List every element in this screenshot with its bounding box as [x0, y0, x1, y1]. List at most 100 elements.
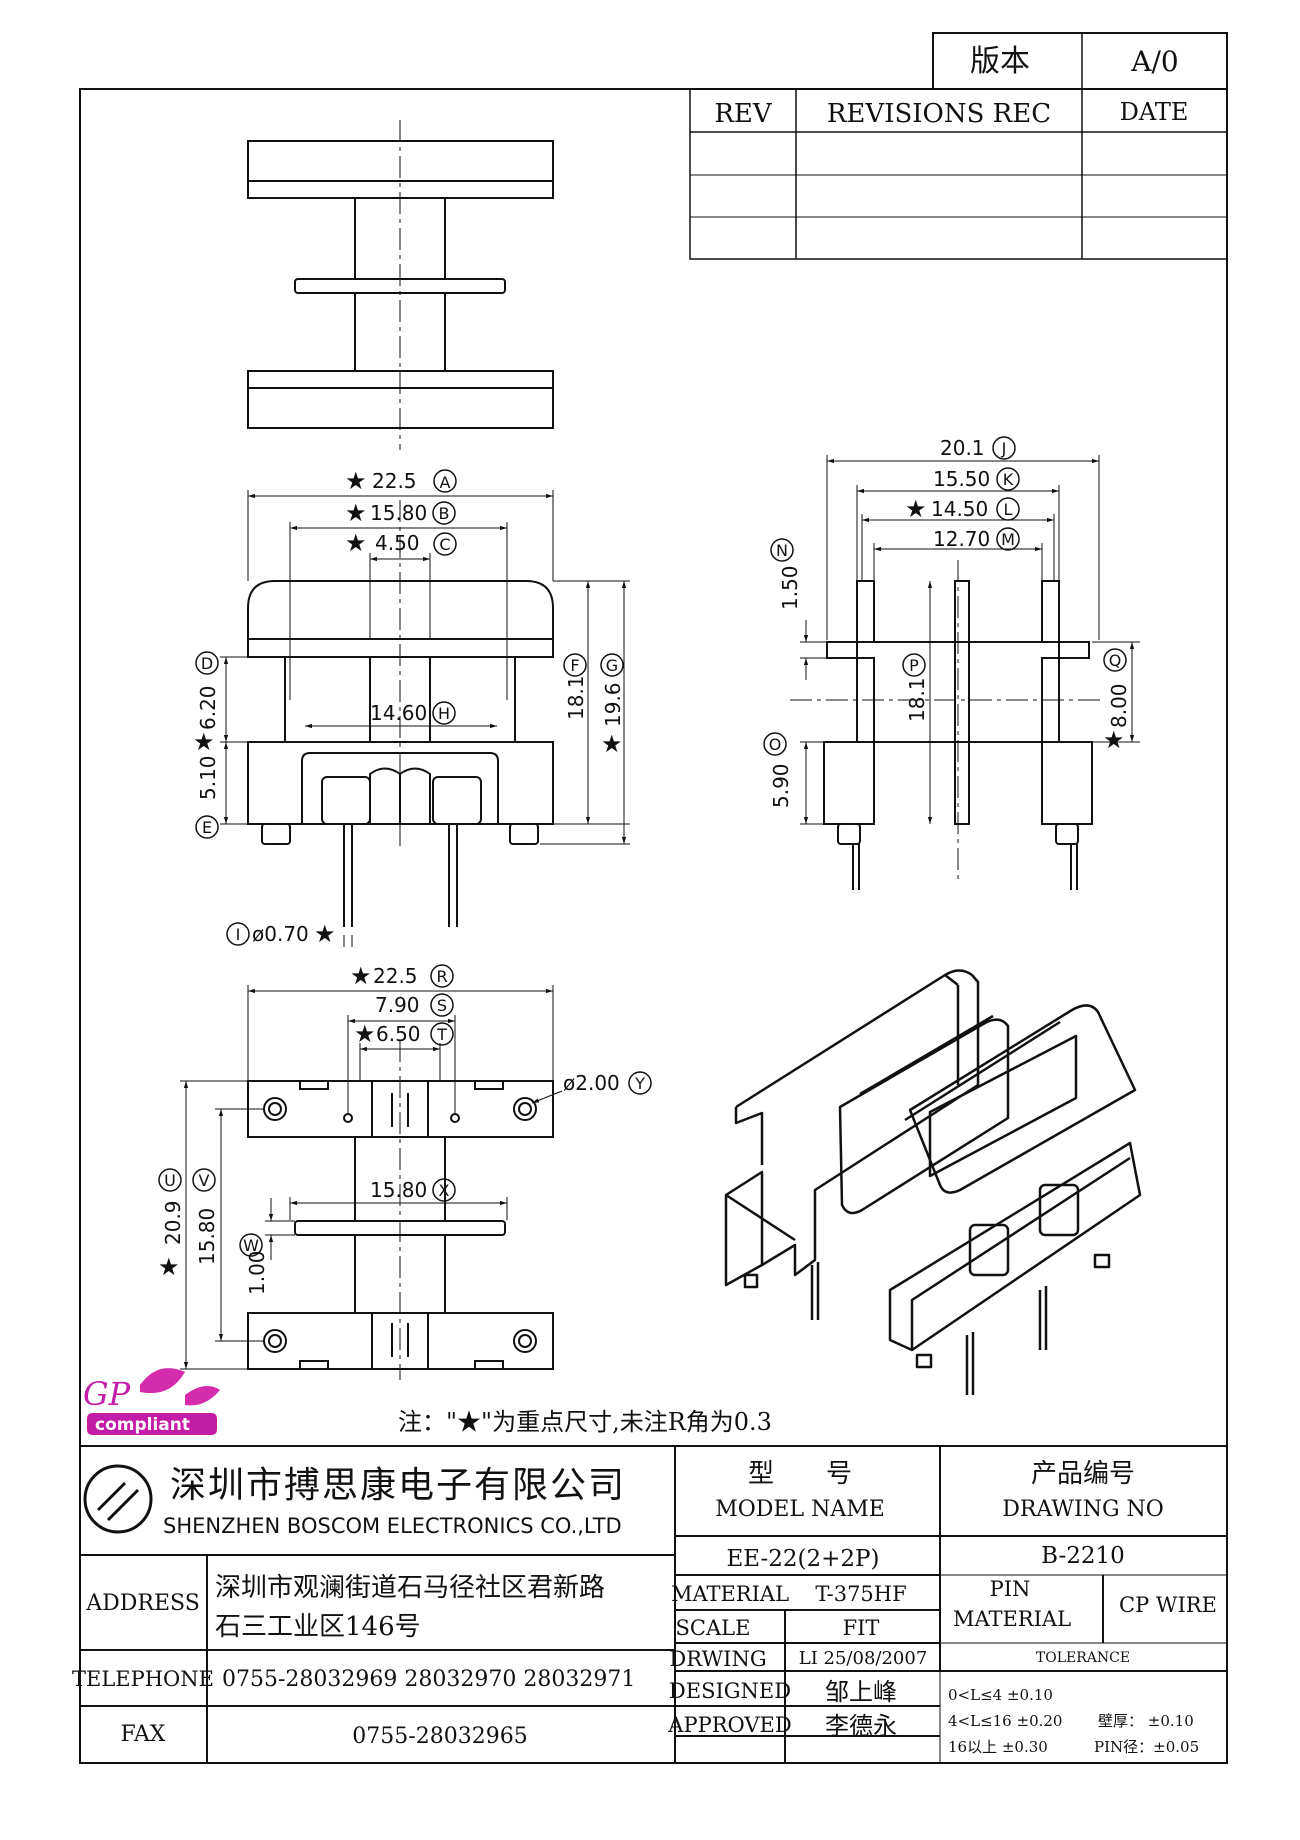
front-dim-labels: ★ 22.5 A ★ 15.80 B ★ 4.50 C 14.60 H 18.1… [193, 467, 625, 948]
dim-b-value: 15.80 [370, 501, 427, 525]
revision-label: 版本 [970, 44, 1030, 79]
isometric-view [724, 969, 1142, 1395]
dim-o-value: 5.90 [769, 763, 793, 808]
drwing-value: LI 25/08/2007 [799, 1648, 928, 1669]
compliant-text: compliant [95, 1415, 190, 1435]
gp-text: GP [83, 1375, 131, 1413]
dim-c-star: ★ [345, 529, 367, 557]
dim-r-value: 22.5 [373, 964, 418, 988]
front-dims [220, 490, 630, 947]
side-dims [800, 455, 1140, 825]
dim-k-letter: K [1003, 470, 1014, 489]
material-label: MATERIAL [671, 1582, 789, 1606]
address-label: ADDRESS [85, 1591, 200, 1616]
dim-q-letter: Q [1109, 651, 1122, 670]
dim-p-letter: P [909, 656, 919, 675]
revision-box: 版本 A/0 [932, 32, 1228, 90]
dim-u-star: ★ [158, 1253, 180, 1281]
tolerance-label: TOLERANCE [1036, 1650, 1130, 1666]
bottom-view [247, 1040, 554, 1380]
dim-f-letter: F [570, 656, 579, 675]
dim-x-value: 15.80 [370, 1178, 427, 1202]
dim-n-value: 1.50 [778, 565, 802, 610]
dim-l-value: 14.50 [931, 497, 988, 521]
dim-s-value: 7.90 [375, 993, 420, 1017]
approved-value: 李德永 [825, 1712, 897, 1740]
dim-d-letter: D [201, 654, 213, 673]
dim-c-value: 4.50 [375, 531, 420, 555]
revision-value: A/0 [1130, 45, 1178, 78]
address-line2: 石三工业区146号 [215, 1612, 421, 1642]
dim-r-star: ★ [350, 962, 372, 990]
approved-label: APPROVED [667, 1713, 791, 1737]
tolerance-row1: 0<L≤4 ±0.10 [948, 1686, 1053, 1704]
dim-v-value: 15.80 [195, 1208, 219, 1265]
model-label-en: MODEL NAME [715, 1497, 885, 1522]
dim-o-letter: O [769, 735, 782, 754]
dim-s-letter: S [437, 996, 447, 1015]
company-name-cn: 深圳市搏思康电子有限公司 [170, 1465, 626, 1506]
dim-d-value: 6.20 [196, 685, 220, 730]
dim-e-letter: E [202, 818, 212, 837]
telephone-label: TELEPHONE [72, 1667, 214, 1691]
tolerance-row3: 16以上 ±0.30 [948, 1738, 1048, 1756]
dim-b-star: ★ [345, 499, 367, 527]
dim-a-star: ★ [345, 467, 367, 495]
dim-t-letter: T [436, 1025, 447, 1044]
dim-g-letter: G [606, 656, 618, 675]
dim-i-letter: I [236, 925, 241, 944]
designed-value: 邹上峰 [825, 1678, 897, 1706]
dim-w-value: 1.00 [245, 1250, 269, 1295]
telephone-value: 0755-28032969 28032970 28032971 [222, 1667, 635, 1692]
dim-t-value: 6.50 [376, 1022, 421, 1046]
dim-l-letter: L [1004, 500, 1013, 519]
revisions-table: REV REVISIONS REC DATE [689, 88, 1228, 260]
dim-t-star: ★ [354, 1020, 376, 1048]
model-label-cn: 型 号 [748, 1459, 852, 1489]
fax-value: 0755-28032965 [352, 1724, 527, 1749]
dim-l-star: ★ [905, 495, 927, 523]
drawing-note: 注："★"为重点尺寸,未注R角为0.3 [398, 1408, 772, 1436]
dim-f-value: 18.1 [564, 675, 588, 720]
dim-y-letter: Y [634, 1074, 645, 1093]
dim-j-letter: J [1001, 439, 1007, 458]
bottom-dims [180, 985, 563, 1370]
side-dim-labels: 20.1 J 15.50 K ★ 14.50 L 12.70 M N 1.50 … [763, 436, 1131, 808]
dim-w-letter: W [243, 1236, 259, 1255]
dim-h-value: 14.60 [370, 701, 427, 725]
fax-label: FAX [121, 1722, 166, 1747]
dim-a-value: 22.5 [372, 469, 417, 493]
dim-i-value: ø0.70 [252, 922, 309, 946]
header-date: DATE [1120, 98, 1189, 126]
side-view [790, 560, 1100, 890]
dim-m-letter: M [1001, 530, 1015, 549]
designed-label: DESIGNED [669, 1679, 791, 1703]
dim-y-value: ø2.00 [563, 1071, 620, 1095]
dim-g-value: 19.6 [601, 682, 625, 727]
tolerance-row3b: PIN径：±0.05 [1094, 1738, 1199, 1756]
dim-h-letter: H [438, 704, 450, 723]
dim-m-value: 12.70 [933, 527, 990, 551]
dim-n-letter: N [776, 541, 788, 560]
pin-label-2: MATERIAL [953, 1607, 1071, 1631]
tolerance-row2: 4<L≤16 ±0.20 [948, 1712, 1062, 1730]
gp-compliant-logo: GP compliant [83, 1368, 220, 1435]
header-revisions-rec: REVISIONS REC [827, 99, 1051, 129]
scale-value: FIT [843, 1616, 880, 1640]
dim-a-letter: A [440, 473, 451, 492]
dim-r-letter: R [436, 967, 447, 986]
drawing-border [79, 88, 1228, 1764]
dim-u-value: 20.9 [161, 1200, 185, 1245]
drawing-value: B-2210 [1041, 1543, 1125, 1569]
dim-c-letter: C [439, 535, 450, 554]
drawing-label-cn: 产品编号 [1031, 1459, 1135, 1489]
dim-j-value: 20.1 [940, 436, 985, 460]
dim-b-letter: B [439, 504, 450, 523]
dim-g-star: ★ [601, 730, 623, 758]
front-view [247, 500, 554, 927]
model-value: EE-22(2+2P) [726, 1546, 879, 1572]
scale-label: SCALE [676, 1616, 751, 1640]
company-name-en: SHENZHEN BOSCOM ELECTRONICS CO.,LTD [163, 1514, 622, 1538]
address-line1: 深圳市观澜街道石马径社区君新路 [215, 1573, 605, 1603]
top-view [247, 120, 554, 450]
